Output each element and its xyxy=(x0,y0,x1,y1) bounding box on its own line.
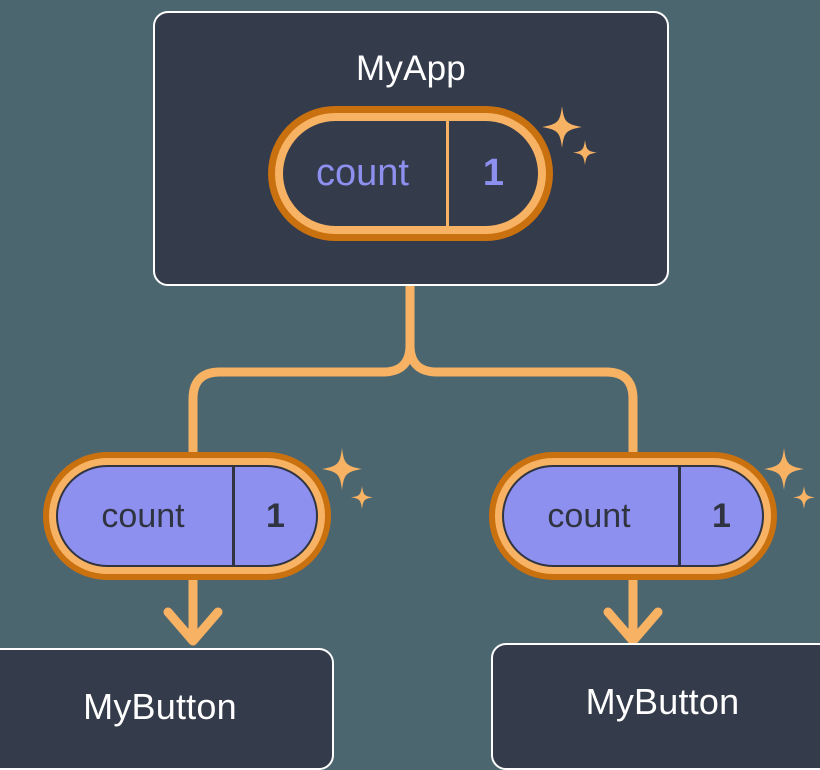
signal-value-myapp: 1 xyxy=(446,121,538,226)
arrow-left-signal-to-mybutton-head xyxy=(163,607,223,646)
signal-name-right: count xyxy=(547,496,631,535)
signal-pill-ring-myapp: count 1 xyxy=(275,113,546,234)
signal-pill-myapp[interactable]: count 1 xyxy=(268,106,553,241)
sparkle-small-icon xyxy=(793,486,815,509)
signal-name-left: count xyxy=(101,496,185,535)
component-title-myapp: MyApp xyxy=(356,49,466,88)
signal-pill-core-left: count 1 xyxy=(56,465,318,567)
arrow-right-signal-to-mybutton-head xyxy=(603,607,663,646)
connector-myapp-to-right-signal xyxy=(405,281,638,460)
signal-pill-left[interactable]: count 1 xyxy=(43,452,331,580)
signal-value-right: 1 xyxy=(678,467,762,565)
connector-myapp-to-left-signal xyxy=(188,281,415,460)
sparkle-large-icon xyxy=(764,448,804,490)
component-card-mybutton-left[interactable]: MyButton xyxy=(0,648,334,770)
signal-pill-ring-right: count 1 xyxy=(495,458,771,574)
sparkle-large-icon xyxy=(322,448,362,490)
signal-value-left: 1 xyxy=(232,467,316,565)
sparkle-small-icon xyxy=(351,486,373,509)
component-title-mybutton-right: MyButton xyxy=(585,681,740,722)
component-card-mybutton-right[interactable]: MyButton xyxy=(491,643,820,770)
signal-pill-core-myapp: count 1 xyxy=(283,121,538,226)
signal-pill-ring-left: count 1 xyxy=(49,458,325,574)
signal-pill-core-right: count 1 xyxy=(502,465,764,567)
signal-name-myapp: count xyxy=(316,152,409,194)
component-title-mybutton-left: MyButton xyxy=(83,686,237,727)
signal-pill-right[interactable]: count 1 xyxy=(489,452,777,580)
